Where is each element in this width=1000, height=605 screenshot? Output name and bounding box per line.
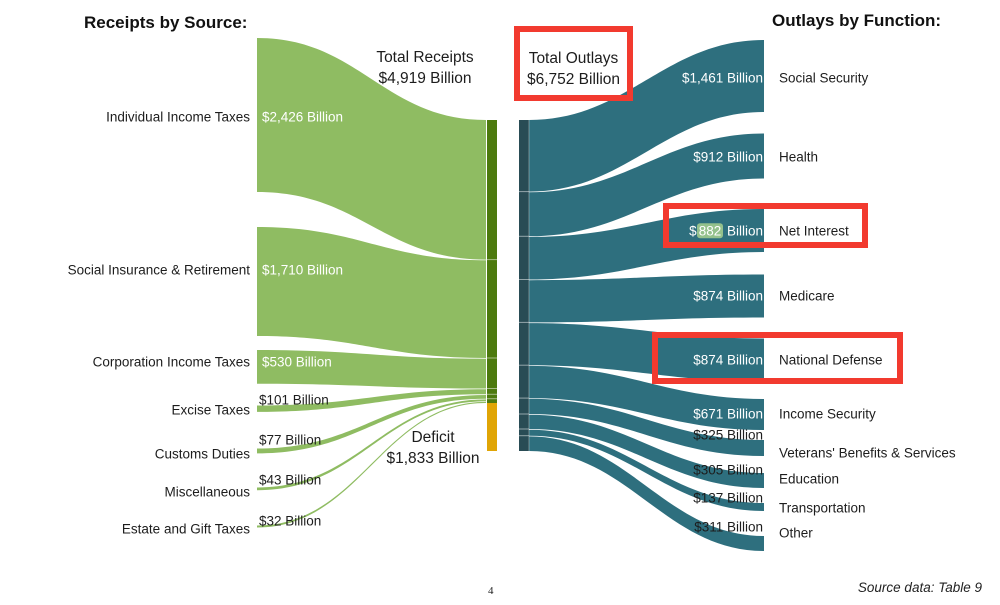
receipt-row-value: $101 Billion <box>259 392 329 408</box>
outlay-row-value: $305 Billion <box>693 461 763 477</box>
receipt-row-value: $1,710 Billion <box>262 262 344 278</box>
outlay-row-label: Education <box>779 471 840 487</box>
outlay-row-label: Social Security <box>779 70 869 86</box>
receipt-row-label: Corporation Income Taxes <box>92 353 250 369</box>
total-receipts-value: $4,919 Billion <box>378 70 472 87</box>
receipt-row-value: $32 Billion <box>259 513 322 529</box>
total-outlays-title: Total Outlays <box>528 50 619 67</box>
deficit-label: Deficit $1,833 Billion <box>369 427 497 469</box>
flow-excise-taxes <box>257 389 486 412</box>
flow-customs-duties <box>257 395 486 454</box>
outlay-row-label: Income Security <box>779 406 876 422</box>
outlay-row-value net-interest-value: $882 Billion <box>689 223 763 239</box>
deficit-title: Deficit <box>411 429 455 446</box>
flow-miscellaneous <box>257 399 486 491</box>
flow-other <box>529 436 764 551</box>
flow-income-security <box>529 365 764 430</box>
outlay-row-value: $874 Billion <box>693 352 763 368</box>
receipts-total-bar <box>487 120 497 403</box>
receipt-row-label: Customs Duties <box>154 445 250 461</box>
flow-education <box>529 414 764 488</box>
receipt-row-value: $2,426 Billion <box>262 109 344 125</box>
total-receipts-title: Total Receipts <box>376 49 474 66</box>
outlay-row-value: $311 Billion <box>694 519 763 535</box>
receipt-row-value: $530 Billion <box>262 353 332 369</box>
annotation-box-net-interest <box>663 203 868 248</box>
flow-estate-gift-taxes <box>257 401 486 528</box>
outlay-row-label: Other <box>779 524 813 540</box>
receipt-row-label: Individual Income Taxes <box>106 109 250 125</box>
total-outlays-label: Total Outlays $6,752 Billion <box>514 48 633 90</box>
net-interest-value-suffix: Billion <box>723 223 763 239</box>
outlay-row-value: $912 Billion <box>693 148 763 164</box>
outlay-row-label: Net Interest <box>779 223 849 239</box>
outlay-row-value: $137 Billion <box>693 489 763 505</box>
outlay-row-label: National Defense <box>779 352 883 368</box>
receipt-row-value: $77 Billion <box>259 432 322 448</box>
flow-social-security <box>529 40 764 192</box>
outlay-row-label: Transportation <box>779 499 866 515</box>
receipt-row-label: Excise Taxes <box>171 402 250 418</box>
flow-medicare <box>529 274 764 323</box>
outlay-row-value: $874 Billion <box>693 288 763 304</box>
receipt-row-label: Social Insurance & Retirement <box>67 262 250 278</box>
outlays-total-bar <box>519 120 529 451</box>
outlays-heading: Outlays by Function: <box>772 11 942 30</box>
outlay-row-value: $325 Billion <box>693 427 763 443</box>
flow-veterans-benefits <box>529 398 764 456</box>
source-note: Source data: Table 9 <box>857 580 982 595</box>
outlay-row-label: Medicare <box>779 288 835 304</box>
receipt-row-label: Miscellaneous <box>164 483 250 499</box>
outlay-row-value: $1,461 Billion <box>681 70 763 86</box>
flow-transportation <box>529 429 764 511</box>
total-receipts-label: Total Receipts $4,919 Billion <box>357 47 493 89</box>
net-interest-highlight: 882 <box>696 223 724 239</box>
deficit-value: $1,833 Billion <box>386 450 480 467</box>
receipt-row-label: Estate and Gift Taxes <box>121 520 250 536</box>
annotation-box-national-defense <box>652 332 903 384</box>
outlay-row-value: $671 Billion <box>693 406 763 422</box>
page-number: 4 <box>488 585 494 597</box>
deficit-bar <box>487 403 497 451</box>
flow-corporation-income-taxes <box>257 350 486 389</box>
bar-segment-separators <box>487 120 530 451</box>
flow-health <box>529 133 764 237</box>
flow-social-insurance <box>257 227 486 358</box>
total-outlays-value: $6,752 Billion <box>526 71 621 88</box>
annotation-box-total-outlays <box>514 26 633 101</box>
flow-individual-income-taxes <box>257 38 486 260</box>
receipt-row-value: $43 Billion <box>259 472 322 488</box>
net-interest-value-prefix: $ <box>689 223 697 239</box>
outlay-row-label: Health <box>779 148 819 164</box>
outlay-row-label: Veterans' Benefits & Services <box>779 444 956 460</box>
receipts-heading: Receipts by Source: <box>84 13 248 32</box>
